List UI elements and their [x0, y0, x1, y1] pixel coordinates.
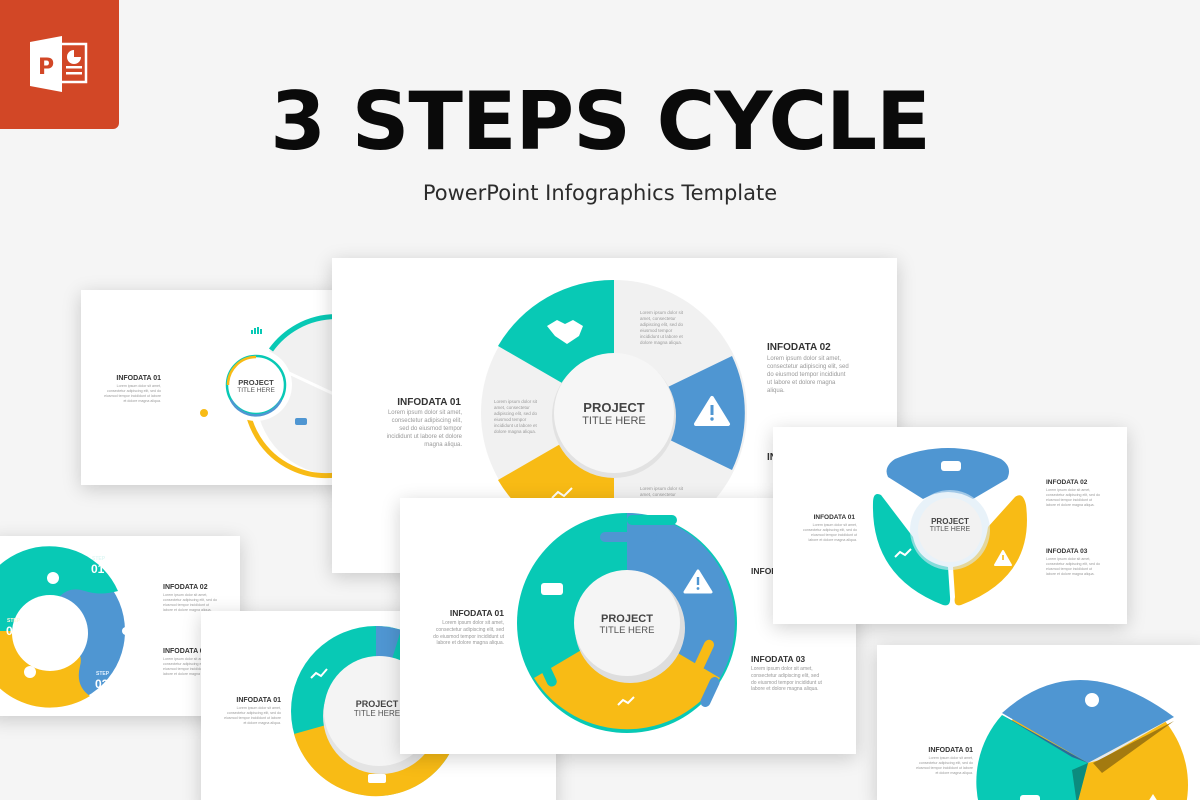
project-title: PROJECT TITLE HERE — [582, 400, 646, 427]
infodata-02-text: Lorem ipsum dolor sit amet, consectetur … — [163, 593, 217, 612]
chart-icon — [251, 327, 262, 334]
infodata-03-text: Lorem ipsum dolor sit amet, consectetur … — [163, 657, 217, 676]
gear-icon — [200, 409, 208, 417]
infodata-02-title-partial: INFOD — [751, 566, 778, 576]
infodata-01-text: Lorem ipsum dolor sit amet, consectetur … — [386, 410, 462, 449]
page-title: 3 STEPS CYCLE — [270, 75, 931, 168]
infodata-03-title: INFODATA 03 — [163, 648, 208, 655]
handshake-icon — [541, 583, 563, 595]
page-subtitle: PowerPoint Infographics Template — [422, 181, 778, 205]
warning-icon — [683, 569, 713, 594]
infodata-02-title: INFODATA 02 — [767, 342, 831, 353]
step-01-word: STEP — [92, 556, 106, 562]
infodata-02-title: INFODATA 02 — [1046, 479, 1088, 486]
step-02-word: STEP — [96, 671, 110, 677]
infodata-03-text: Lorem ipsum dolor sit amet, consectetur … — [1046, 557, 1100, 576]
pie-chart-icon — [47, 572, 59, 584]
svg-text:P: P — [38, 55, 54, 80]
chart-icon — [894, 548, 912, 558]
slide-preview-step-donut: STEP 01 STEP 02 STEP 03 INFODATA 02 Lore… — [0, 536, 240, 716]
infodata-03-text: Lorem ipsum dolor sit amet, consectetur … — [751, 666, 822, 693]
infodata-01-title: INFODATA 01 — [928, 747, 973, 754]
powerpoint-badge: P — [0, 0, 119, 129]
infodata-01-title: INFODATA 01 — [116, 375, 161, 382]
step-01-number: 01 — [91, 562, 105, 576]
project-title: PROJECT TITLE HERE — [599, 613, 655, 636]
chart-icon — [617, 696, 635, 706]
infodata-02-text: Lorem ipsum dolor sit amet, consectetur … — [1046, 488, 1100, 507]
infodata-03-title-partial: IN — [767, 452, 777, 463]
user-icon — [122, 627, 130, 635]
warning-icon — [994, 550, 1012, 566]
infodata-01-text: Lorem ipsum dolor sit amet, consectetur … — [224, 706, 281, 725]
handshake-icon — [547, 320, 583, 344]
segment-text-left: Lorem ipsum dolor sit amet, consectetur … — [494, 399, 538, 435]
slide-preview-three-blob: PROJECT TITLE HERE INFODATA 01 Lorem ips… — [773, 427, 1127, 624]
handshake-icon — [368, 774, 386, 783]
slide-preview-ring: INFODATA 01 Lorem ipsum dolor sit amet, … — [81, 290, 351, 485]
project-title: PROJECT TITLE HERE — [353, 699, 401, 718]
infodata-02-text: Lorem ipsum dolor sit amet, consectetur … — [767, 356, 849, 395]
chart-icon — [310, 668, 328, 679]
infodata-01-title: INFODATA 01 — [449, 608, 504, 618]
infodata-01-text: Lorem ipsum dolor sit amet, consectetur … — [433, 620, 504, 647]
infodata-02-title: INFODATA 02 — [163, 584, 208, 591]
infodata-01-title: INFODATA 01 — [813, 514, 855, 521]
step-03-word: STEP — [7, 618, 21, 624]
infodata-03-title: INFODATA 03 — [1046, 548, 1088, 555]
chart-icon — [551, 487, 573, 499]
step-02-number: 02 — [95, 677, 109, 691]
infodata-01-text: Lorem ipsum dolor sit amet, consectetur … — [803, 523, 857, 542]
infodata-01-title: INFODATA 01 — [397, 397, 461, 408]
infodata-01-text: Lorem ipsum dolor sit amet, consectetur … — [916, 756, 973, 775]
infodata-01-title: INFODATA 01 — [236, 697, 281, 704]
handshake-icon — [941, 461, 961, 471]
powerpoint-icon: P — [30, 36, 88, 92]
project-title: PROJECT TITLE HERE — [237, 378, 275, 394]
project-title: PROJECT TITLE HERE — [929, 517, 971, 533]
warning-icon — [1149, 794, 1157, 800]
infodata-01-text: Lorem ipsum dolor sit amet, consectetur … — [104, 384, 161, 403]
infodata-03-title: INFODATA 03 — [751, 654, 806, 664]
slide-preview-pie3d: INFODATA 01 Lorem ipsum dolor sit amet, … — [877, 645, 1200, 800]
segment-text-top: Lorem ipsum dolor sit amet, consectetur … — [640, 310, 684, 346]
handshake-icon — [1020, 795, 1040, 800]
step-03-number: 03 — [6, 624, 20, 638]
handshake-icon — [295, 418, 307, 425]
warning-icon — [694, 396, 730, 426]
money-bag-icon — [24, 666, 36, 678]
money-bag-icon — [1085, 693, 1099, 707]
